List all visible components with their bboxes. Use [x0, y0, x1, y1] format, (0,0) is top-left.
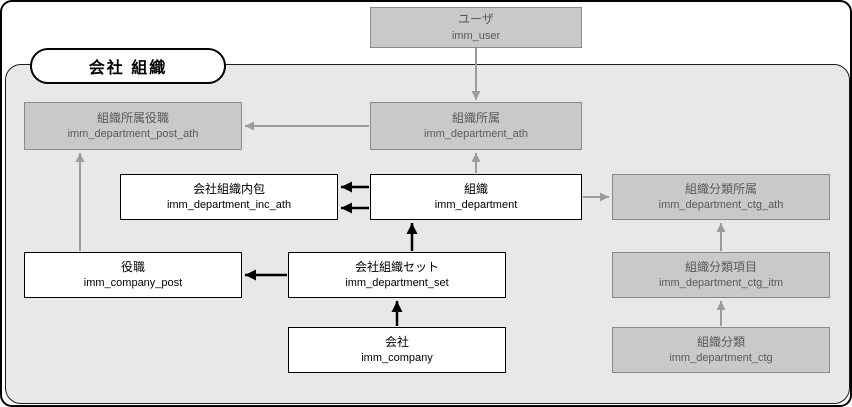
- node-code: imm_user: [451, 29, 501, 42]
- group-label-pill: 会社 組織: [30, 48, 226, 84]
- node-imm-department-set: 会社組織セット imm_department_set: [288, 252, 506, 298]
- node-imm-department-ath: 組織所属 imm_department_ath: [370, 102, 582, 150]
- node-code: imm_department_post_ath: [67, 128, 199, 141]
- node-code: imm_department_ctg_itm: [658, 277, 784, 290]
- node-title: 組織所属役職: [96, 110, 169, 125]
- node-title: 役職: [120, 259, 145, 274]
- node-imm-company: 会社 imm_company: [288, 327, 506, 373]
- node-code: imm_department: [434, 199, 518, 212]
- node-code: imm_department_ctg: [669, 352, 773, 365]
- node-title: 組織所属: [451, 110, 500, 125]
- group-label: 会社 組織: [88, 60, 168, 77]
- node-title: 組織分類所属: [684, 181, 757, 196]
- node-code: imm_department_inc_ath: [166, 199, 292, 212]
- node-imm-department-inc-ath: 会社組織内包 imm_department_inc_ath: [120, 174, 338, 220]
- node-imm-department-ctg-ath: 組織分類所属 imm_department_ctg_ath: [612, 174, 830, 220]
- node-title: 会社: [384, 334, 409, 349]
- node-imm-user: ユーザ imm_user: [370, 7, 582, 48]
- node-code: imm_department_ath: [424, 128, 528, 141]
- node-imm-company-post: 役職 imm_company_post: [24, 252, 242, 298]
- node-title: 会社組織セット: [354, 259, 439, 274]
- node-code: imm_department_set: [345, 277, 449, 290]
- node-imm-department-ctg: 組織分類 imm_department_ctg: [612, 327, 830, 373]
- node-code: imm_company: [361, 352, 433, 365]
- node-imm-department: 組織 imm_department: [370, 174, 582, 220]
- node-code: imm_department_ctg_ath: [658, 199, 784, 212]
- node-title: 組織分類項目: [684, 259, 757, 274]
- node-imm-department-ctg-itm: 組織分類項目 imm_department_ctg_itm: [612, 252, 830, 298]
- node-imm-department-post-ath: 組織所属役職 imm_department_post_ath: [24, 102, 242, 150]
- node-title: ユーザ: [458, 12, 494, 27]
- node-title: 組織分類: [696, 334, 745, 349]
- node-title: 組織: [463, 181, 488, 196]
- node-title: 会社組織内包: [192, 181, 265, 196]
- node-code: imm_company_post: [83, 277, 183, 290]
